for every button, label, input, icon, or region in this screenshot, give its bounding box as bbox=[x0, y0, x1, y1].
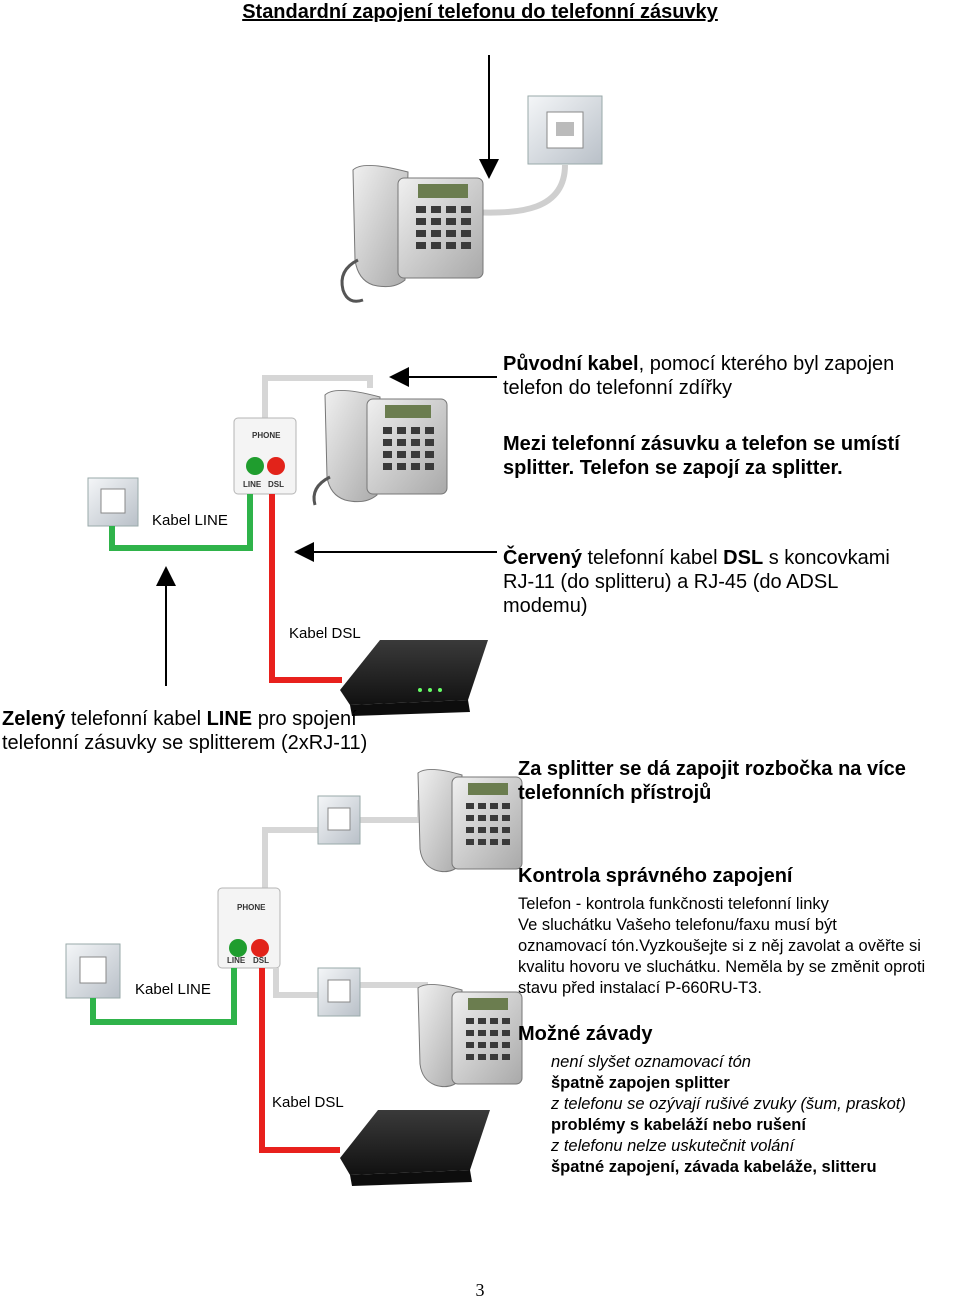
splitter-line-label: LINE bbox=[227, 956, 246, 965]
splitter-icon bbox=[233, 417, 297, 495]
telephone-icon bbox=[417, 984, 523, 1088]
check-line: kvalitu hovoru ve sluchátku. Neměla by s… bbox=[518, 958, 926, 976]
faults-heading: Možné závady bbox=[518, 1023, 653, 1045]
branch-note: Za splitter se dá zapojit rozbočka na ví… bbox=[518, 758, 906, 804]
adsl-modem-icon bbox=[340, 640, 488, 716]
fault-cause: špatné zapojení, závada kabeláže, slitte… bbox=[551, 1158, 877, 1176]
kabel-line-label: Kabel LINE bbox=[135, 981, 211, 998]
check-line: Telefon - kontrola funkčnosti telefonní … bbox=[518, 895, 829, 913]
telephone-icon bbox=[417, 769, 523, 873]
splitter-line-label: LINE bbox=[243, 480, 262, 489]
adsl-modem-icon bbox=[340, 1110, 490, 1186]
splitter-dsl-label: DSL bbox=[268, 480, 284, 489]
grey-cable bbox=[358, 800, 423, 823]
check-line: stavu před instalací P-660RU-T3. bbox=[518, 979, 762, 997]
check-line: oznamovací tón.Vyzkoušejte si z něj zavo… bbox=[518, 937, 921, 955]
grey-cable bbox=[262, 375, 373, 418]
check-heading: Kontrola správného zapojení bbox=[518, 865, 793, 887]
wall-socket-icon bbox=[317, 967, 361, 1017]
original-cable-note: Původní kabel, pomocí kterého byl zapoje… bbox=[503, 353, 895, 399]
wall-socket-icon bbox=[317, 795, 361, 845]
green-cable bbox=[90, 968, 237, 1025]
wall-socket-icon bbox=[87, 477, 139, 527]
page-title: Standardní zapojení telefonu do telefonn… bbox=[242, 1, 718, 23]
fault-cause: špatně zapojen splitter bbox=[551, 1074, 730, 1092]
wall-socket-icon bbox=[65, 943, 121, 999]
splitter-phone-label: PHONE bbox=[237, 903, 266, 912]
telephone-icon bbox=[340, 165, 484, 303]
splitter-note: Mezi telefonní zásuvku a telefon se umís… bbox=[503, 433, 900, 479]
phone-cord bbox=[469, 164, 568, 216]
check-text: Telefon - kontrola funkčnosti telefonní … bbox=[518, 894, 958, 999]
grey-cable bbox=[273, 968, 320, 998]
kabel-line-label: Kabel LINE bbox=[152, 512, 228, 529]
grey-cable bbox=[358, 982, 428, 1000]
check-line: Ve sluchátku Vašeho telefonu/faxu musí b… bbox=[518, 916, 837, 934]
splitter-dsl-label: DSL bbox=[253, 956, 269, 965]
red-cable bbox=[259, 968, 340, 1153]
green-cable-note: Zelený telefonní kabel LINE pro spojení … bbox=[2, 708, 368, 754]
splitter-icon bbox=[217, 887, 281, 969]
fault-problem: z telefonu se ozývají rušivé zvuky (šum,… bbox=[551, 1095, 906, 1113]
kabel-dsl-label: Kabel DSL bbox=[272, 1094, 344, 1111]
wall-socket-icon bbox=[527, 95, 603, 165]
kabel-dsl-label: Kabel DSL bbox=[289, 625, 361, 642]
fault-problem: z telefonu nelze uskutečnit volání bbox=[551, 1137, 795, 1155]
grey-cable bbox=[262, 827, 320, 888]
faults-list: není slyšet oznamovací tón špatně zapoje… bbox=[551, 1052, 956, 1178]
red-cable-note: Červený telefonní kabel DSL s koncovkami… bbox=[503, 547, 890, 617]
telephone-icon bbox=[312, 390, 448, 506]
green-cable bbox=[109, 494, 253, 551]
splitter-phone-label: PHONE bbox=[252, 431, 281, 440]
fault-problem: není slyšet oznamovací tón bbox=[551, 1053, 751, 1071]
page-number: 3 bbox=[475, 1280, 485, 1300]
fault-cause: problémy s kabeláží nebo rušení bbox=[551, 1116, 806, 1134]
red-cable bbox=[269, 494, 342, 683]
